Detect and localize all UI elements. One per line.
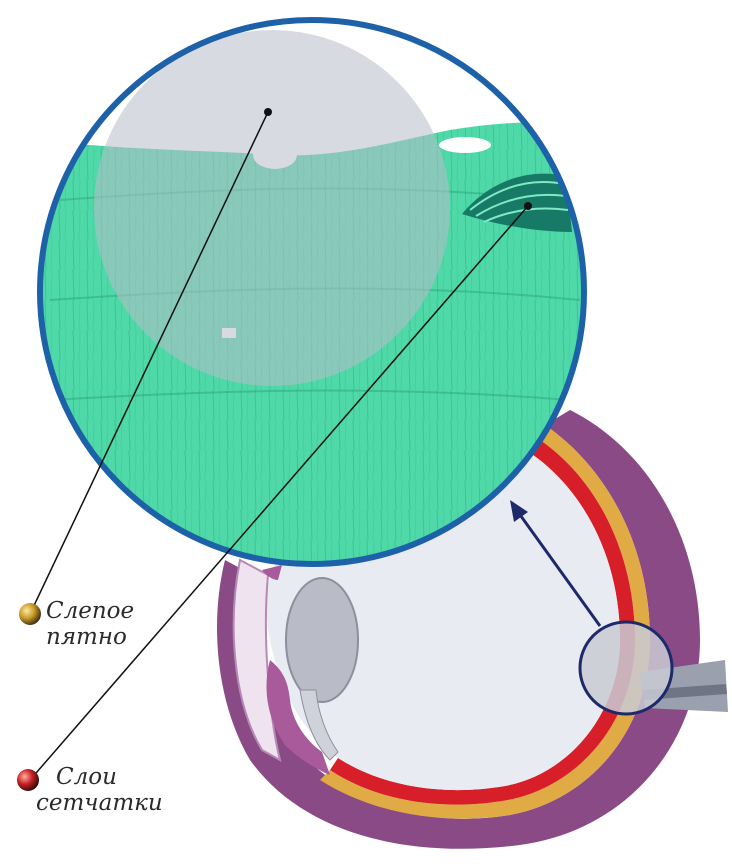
lens: [286, 578, 358, 702]
blind-spot-label-line1: Слепое: [46, 598, 134, 624]
vessel: [439, 137, 491, 153]
blind-spot-label: Слепое пятно: [46, 598, 134, 650]
blind-spot-label-line2: пятно: [46, 624, 134, 650]
retina-layers-label-line2: сетчатки: [36, 790, 163, 816]
retina-layers-label-line1: Слои: [36, 764, 163, 790]
blind-spot-disk: [94, 30, 450, 386]
retina-layers-label: Слои сетчатки: [36, 764, 163, 816]
blind-spot-pointer-dot: [264, 108, 272, 116]
retina-layers-pointer-dot: [524, 202, 532, 210]
blind-spot-marker: [19, 603, 41, 625]
detail-circle: [580, 622, 672, 714]
